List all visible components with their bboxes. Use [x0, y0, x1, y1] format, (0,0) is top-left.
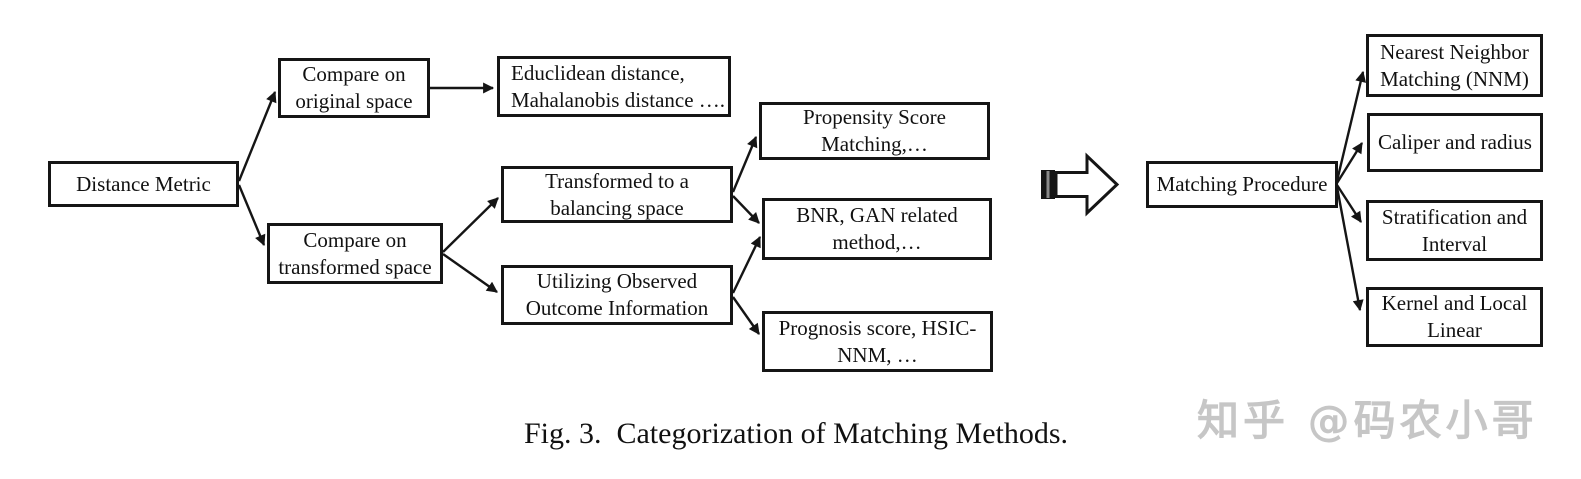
edge-utilizing-to-prognosis: [732, 296, 760, 335]
edge-procedure-to-stratification: [1335, 184, 1363, 223]
edge-procedure-to-kernel: [1335, 186, 1364, 312]
node-kernel-local-linear: Kernel and Local Linear: [1366, 287, 1543, 347]
node-nearest-neighbor-matching: Nearest Neighbor Matching (NNM): [1366, 34, 1543, 97]
node-distance-metric: Distance Metric: [48, 161, 239, 207]
edge-balancing-to-propensity: [731, 135, 758, 193]
node-compare-original-space: Compare on original space: [278, 58, 430, 118]
edge-transformed-to-balancing: [442, 197, 499, 253]
node-stratification-interval: Stratification and Interval: [1366, 200, 1543, 261]
node-compare-transformed-space: Compare on transformed space: [267, 223, 443, 284]
edge-procedure-to-caliper: [1335, 142, 1364, 184]
edge-distance-to-transformed: [237, 184, 266, 247]
figure-caption: Fig. 3. Categorization of Matching Metho…: [523, 417, 1069, 450]
edge-balancing-to-bnr: [732, 195, 760, 224]
node-caliper-radius: Caliper and radius: [1367, 113, 1543, 172]
zhihu-watermark: 知乎 @码农小哥: [1197, 396, 1538, 445]
node-euclidean-mahalanobis: Educlidean distance, Mahalanobis distanc…: [497, 56, 731, 117]
node-matching-procedure: Matching Procedure: [1146, 161, 1338, 208]
flow-arrow-icon: [1041, 152, 1120, 217]
node-bnr-gan-method: BNR, GAN related method,…: [762, 198, 992, 260]
node-utilizing-observed-outcome: Utilizing Observed Outcome Information: [501, 265, 733, 325]
edge-distance-to-original: [237, 90, 277, 182]
node-transformed-balancing-space: Transformed to a balancing space: [501, 166, 733, 223]
node-propensity-score-matching: Propensity Score Matching,…: [759, 102, 990, 160]
edge-utilizing-to-bnr: [731, 236, 762, 294]
node-prognosis-hsic-nnm: Prognosis score, HSIC- NNM, …: [762, 311, 993, 372]
edge-procedure-to-nnm: [1335, 70, 1367, 182]
edge-transformed-to-utilizing: [442, 253, 498, 293]
